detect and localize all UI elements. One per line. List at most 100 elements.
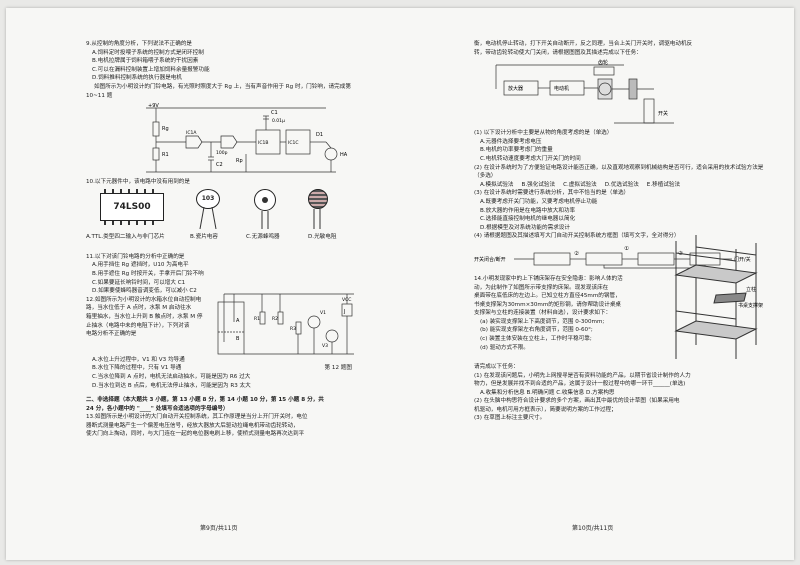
circuit-label: VCC [342, 297, 351, 303]
q12-line: 12.如图所示为小明设计的水箱水位自动控制电 [86, 296, 202, 303]
q11-option: D.如果要使蜂鸣器音调变低，可以减小 C2 [92, 288, 197, 295]
q12-line: 箱里抽水，当水位上升到 B 触点时，水泵 M 停 [86, 313, 203, 320]
figure-label: 立柱 [746, 286, 756, 293]
q13-line: 13.如图所示是小明设计的大门自动开关控制系统，其工作原理是当分上开门开关时，电… [86, 414, 308, 421]
q14-requirement: (d) 驱动方式不限。 [480, 344, 529, 351]
circuit-label: R1 [254, 316, 260, 322]
circuit-label: J [343, 309, 345, 315]
q13-option: C.选择能直接控制电机的继电器以简化 [480, 216, 576, 223]
q14-task: 物力，但是发展并找不到合适的产品，这属于设计一般过程中的哪一环节______(单… [474, 381, 686, 388]
control-block-diagram: 开关闭合/断开 门开/关 ① ② ③ [474, 246, 751, 269]
right-page: 衡，电动机停止转动，打下开关自动断开，反之同理，当合上关门开关时，调驱电动机反 … [474, 40, 764, 423]
capacitor-marking: 103 [201, 194, 215, 202]
q13-option: B.电机的功率要考虑门的重量 [480, 147, 553, 154]
q13-option: D.优选试验法 [604, 181, 639, 188]
section2-header: 24 分，各小题中的 "____" 处填写合适选项的字母编号） [86, 405, 229, 412]
circuit-label: Rp [236, 158, 243, 164]
q11-title: 11.以下对该门铃电路的分析中正确的是 [86, 253, 185, 260]
component-caption: D.光敏电阻 [308, 233, 337, 240]
q12-option: B.水位下降的过程中，只有 V1 导通 [92, 365, 182, 372]
q12-line: 路，当水位低于 A 点时，水泵 M 启动往水 [86, 305, 192, 312]
circuit-label: HA [340, 152, 348, 158]
buzzer-icon [254, 188, 276, 211]
q14-task: (2) 在头脑中构思符合设计要求的多个方案，画出其中最优的设计草图（如果采用电 [474, 398, 680, 405]
circuit-label: IC1A [186, 130, 197, 136]
q14-task: A.收集和分析信息 B.明确问题 C.收集信息 D.方案构思 [480, 389, 615, 396]
q12-option: D.当水位到达 B 点后，电机无法停止抽水，可能是因为 R3 太大 [92, 382, 251, 389]
q12-line: 电路分析不正确的是 [86, 331, 137, 338]
q13-task: (1) 以下设计分析中主要是从物的角度考虑的是（单选） [474, 130, 613, 137]
diagram-label: 电动机 [554, 85, 569, 92]
q9-option: D.饲料推料控制系统的执行器是电机 [92, 75, 182, 82]
q13-option: A.元器件选择要考虑电压 [480, 138, 542, 145]
q14-task: (3) 在草图上标注主要尺寸。 [474, 415, 546, 422]
q12-block: 12.如图所示为小明设计的水箱水位自动控制电 路，当水位低于 A 点时，水泵 M… [86, 293, 358, 356]
figure-label: 书桌支撑架 [738, 302, 763, 309]
q12-line: 止抽水（电路中未的电阻下计），下列对该 [86, 322, 190, 329]
q13-line: 器断式测量电路产生一个偏差电压信号，经放大器放大后驱动拉绳电机带动齿轮转动， [86, 422, 299, 429]
chip-marking: 74LS00 [113, 201, 151, 212]
q14-task: (1) 在发现该问题后，小明先上网搜寻是否有资料功能的产品，以期节省设计制作的人… [474, 372, 691, 379]
q14-line: 支撑架与立柱的连接装置（材料自选），设计要求如下： [474, 310, 612, 317]
q14-block: 14.小明发现家中的上下铺床架存在安全隐患：影响人体的活 动，为此制作了如图所示… [474, 234, 764, 363]
q10-title: 10.以下元器件中，该电路中没有用到的是 [86, 179, 190, 186]
circuit-label: +9V [148, 103, 159, 109]
buzzer-leads-icon [261, 210, 269, 229]
q12-option: A.水位上升过程中，V1 和 V3 均导通 [92, 356, 185, 363]
q13-task: (2) 在设计系统时为了方便验证电路设计能否正确，以及直观地观察到机械结构是否可… [474, 164, 764, 180]
q13-line: 使大门向上掏动，同时，与大门连在一起的电位器电刷上移，使桥式测量电路再次达到平 [86, 431, 305, 438]
photoresistor-icon [308, 188, 328, 209]
doorbell-circuit-diagram: +9V Rg R1 IC1A IC1B IC1C C1 C2 Rp D1 HA … [146, 103, 348, 173]
circuit-label: C1 [271, 110, 278, 116]
block-output: 门开/关 [734, 256, 751, 263]
block-number: ① [624, 246, 629, 252]
left-page: 9.从控制的角度分析，下列说法不正确的是 A.饲料定时投喂子系统的控制方式是闭环… [86, 40, 358, 439]
circuit-label: A [236, 318, 240, 324]
bunk-bed-figure: 立柱 书桌支撑架 [674, 234, 763, 359]
circuit-label: D1 [316, 132, 323, 138]
circuit-label: R2 [272, 316, 278, 322]
page-number: 第9页/共11页 [200, 525, 238, 532]
q13-task: (4) 请根据题图及其描述填写大门自动开关控制系统方框图（填写文字，全对得分） [474, 233, 680, 240]
chip-74ls00-icon: 74LS00 [100, 188, 164, 225]
q13-option: B.放大器的作用是在电路中放大和功率 [480, 207, 576, 214]
exam-sheet [6, 8, 794, 560]
q9-option: C.可以在漏料控制装置上增加饲料余量报警功能 [92, 66, 210, 73]
circuit-label: 0.01μ [272, 118, 285, 124]
page-number: 第10页/共11页 [572, 525, 614, 532]
component-caption: B.瓷片电容 [190, 233, 218, 240]
circuit-label: IC1C [288, 140, 298, 146]
component-caption: A.TTL.类型四二输入与非门芯片 [86, 233, 165, 240]
photoresistor-leads-icon [313, 208, 321, 229]
circuit-label: Rg [162, 126, 169, 132]
q13-option: E.移植试验法 [646, 181, 681, 188]
diagram-label: 开关 [658, 110, 668, 117]
component-caption: C.无源蜂鸣器 [246, 233, 280, 240]
q9-option: A.饲料定时投喂子系统的控制方式是闭环控制 [92, 49, 204, 56]
intro-10-11: 如图所示为小明设计的门铃电路，有光照时照度大于 Rg 上，当有声音作用于 Rg … [86, 83, 351, 99]
q14-line: 桌面带在底低床的左边上。已知立柱方直径45mm的钢管， [474, 293, 621, 300]
circuit-label: V1 [320, 310, 326, 316]
q13-option: C.电机转动速度要考虑大门开关门的时间 [480, 155, 581, 162]
q13-option: A.既要考虑开关门功能，又要考虑电机停止功能 [480, 198, 598, 205]
q13-option: B.强化试验法 [521, 181, 556, 188]
q14-task: 请完成以下任务： [474, 363, 519, 370]
q14-requirement: (c) 装置主体安装在立柱上，工作时平稳可靠; [480, 336, 592, 343]
q9-option: B.电机拉牌属于饲料箱喂子系统的干扰因素 [92, 58, 199, 65]
circuit-label: B [236, 336, 240, 342]
circuit-label: 100p [216, 150, 228, 156]
block-number: ② [574, 250, 579, 257]
circuit-label: C2 [216, 162, 223, 168]
q9-title: 9.从控制的角度分析，下列说法不正确的是 [86, 41, 193, 47]
water-tank-circuit-diagram: VCC R1 R2 R3 V1 V3 J A B [217, 293, 354, 355]
q11-option: B.用手遮住 Rg 时按开关，手拿开后门铃不响 [92, 270, 204, 277]
circuit-label: R1 [162, 152, 169, 158]
q14-line: 动，为此制作了如图所示带支撑的床架。现发现该床在 [474, 284, 609, 291]
diagram-label: 齿轮 [598, 59, 608, 66]
q14-requirement: (b) 能实现支撑架左右角度调节，范围 0-60°; [480, 327, 593, 334]
q14-task: 机驱动，电机可用方框表示），简要说明方案的工作过程； [474, 406, 617, 413]
q12-figure-caption: 第 12 题图 [324, 365, 352, 372]
q14-line: 书桌支撑架为30mm×30mm的矩形钢，请你帮助设计桌桌 [474, 301, 622, 308]
q14-requirement: (a) 装实现支撑架上下高度调节，范围 0-300mm; [480, 318, 605, 325]
components-row: 74LS00 103 A.TTL.类型四二输入与非门芯片 B.瓷片电容 C.无源… [86, 187, 358, 253]
